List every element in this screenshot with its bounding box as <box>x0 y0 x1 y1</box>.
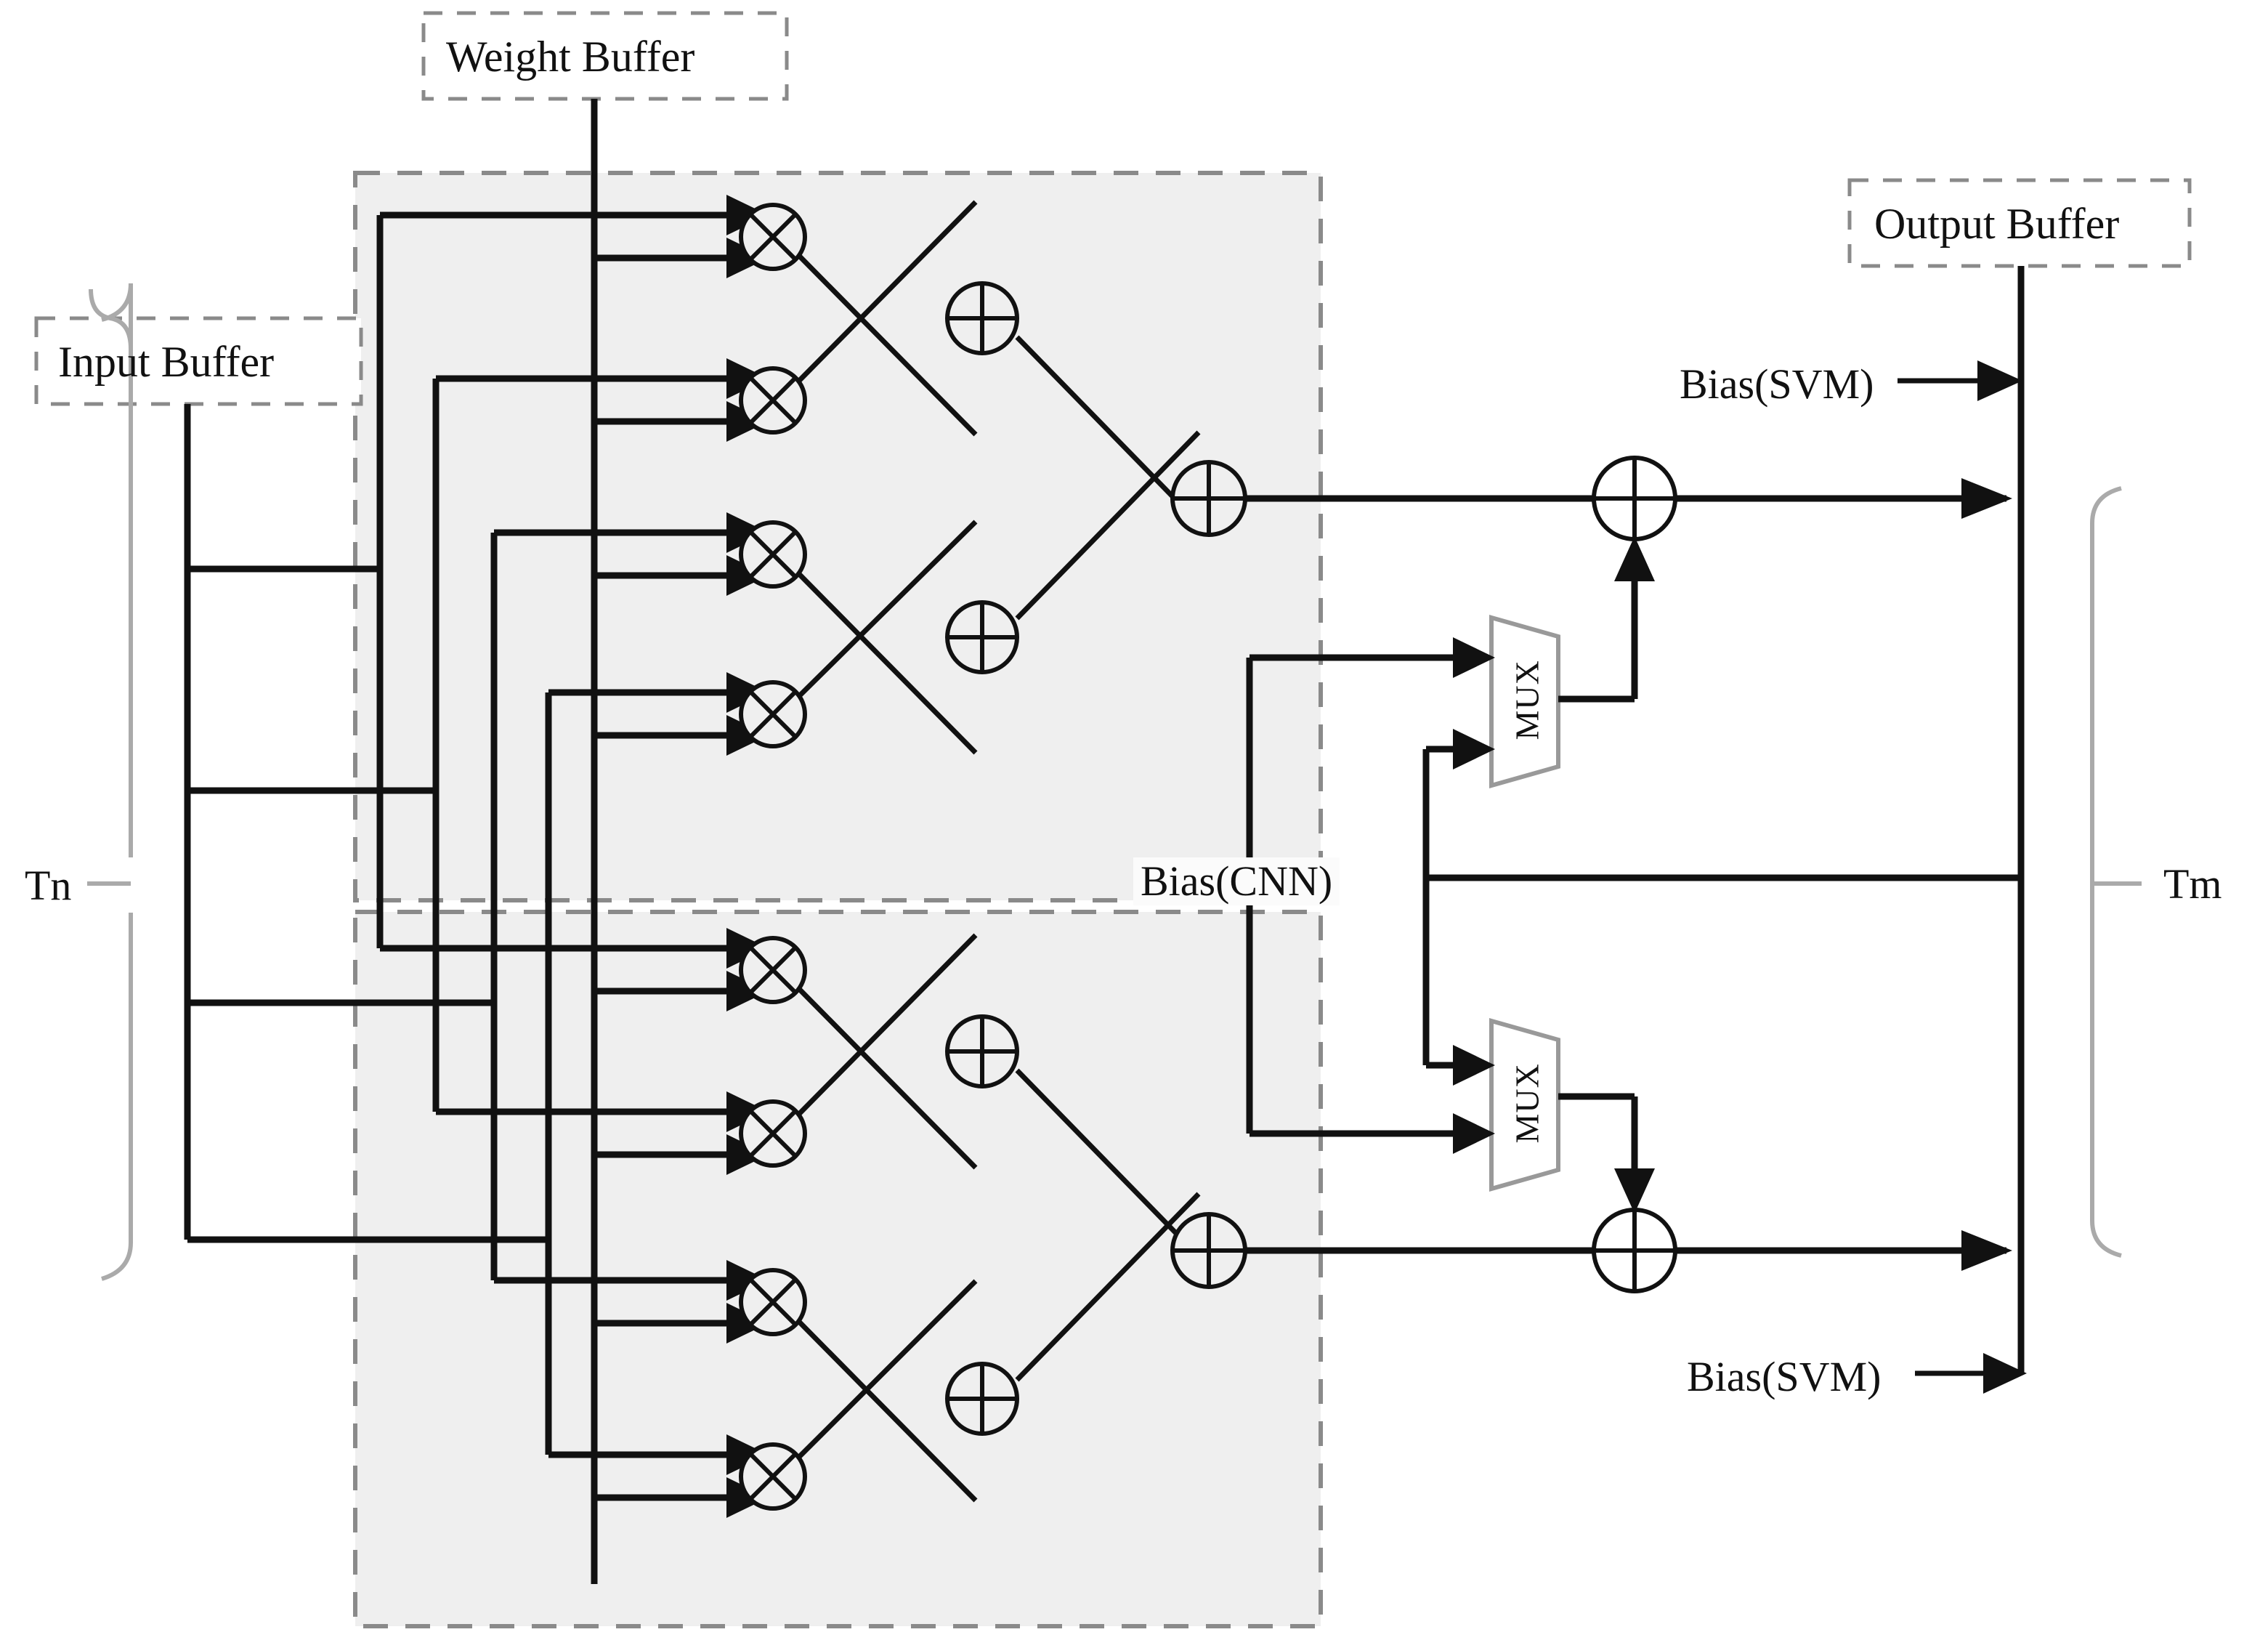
mux-bottom-input-arrowheads <box>1453 1045 1495 1154</box>
bias-svm-bottom-label: Bias(SVM) <box>1687 1353 1882 1400</box>
mult4-to-add2-wire <box>797 520 978 698</box>
mult5-to-add3-wire <box>797 987 978 1170</box>
add4-to-add6-wire <box>1015 1192 1201 1382</box>
tn-label: Tn <box>25 862 72 909</box>
tm-brace-cap-top <box>2090 486 2122 524</box>
add1-to-add5-wire <box>1015 335 1201 525</box>
bias-svm-top-label: Bias(SVM) <box>1680 360 1874 408</box>
add2-to-add5-wire <box>1015 430 1201 621</box>
tn-brace-cap-top <box>101 283 133 322</box>
mult1-to-add1-wire <box>797 254 978 437</box>
mult6-to-add3-wire <box>797 933 978 1116</box>
output-buffer-label: Output Buffer <box>1874 200 2120 248</box>
mux-bottom-label: MUX <box>1508 1063 1546 1144</box>
bias-cnn-label: Bias(CNN) <box>1133 857 1340 905</box>
mult2-to-add1-wire <box>797 200 978 383</box>
pe-group-top-region <box>353 171 1323 902</box>
multiplier-units <box>739 203 807 1511</box>
mux-top-output-arrowhead <box>1614 536 1655 581</box>
bias-svm-top-arrowhead <box>1977 360 2022 401</box>
mux-bottom-output-arrowhead <box>1614 1168 1655 1213</box>
mult3-to-add2-wire <box>797 572 978 755</box>
mux-top-label: MUX <box>1508 660 1546 740</box>
weight-buffer-label: Weight Buffer <box>446 33 695 81</box>
weight-buffer-box <box>421 11 789 101</box>
mult7-to-add4-wire <box>797 1320 978 1503</box>
input-buffer-label: Input Buffer <box>58 338 275 386</box>
input-buffer-box <box>34 316 363 406</box>
adder-level1-units <box>945 281 1019 1436</box>
mult8-to-add4-wire <box>797 1279 978 1459</box>
tm-brace-cap-bottom <box>2090 1220 2122 1258</box>
bias-svm-bottom-arrowhead <box>1983 1353 2027 1394</box>
tm-label: Tm <box>2163 860 2222 908</box>
adder-level2-units <box>1170 460 1247 1289</box>
output-buffer-arrowheads <box>1961 478 2012 1271</box>
mux-top-input-arrowheads <box>1453 637 1495 769</box>
output-buffer-box <box>1847 178 2192 268</box>
mux-top-shape[interactable] <box>1489 615 1560 788</box>
tn-brace-cap-bottom <box>101 1242 133 1281</box>
